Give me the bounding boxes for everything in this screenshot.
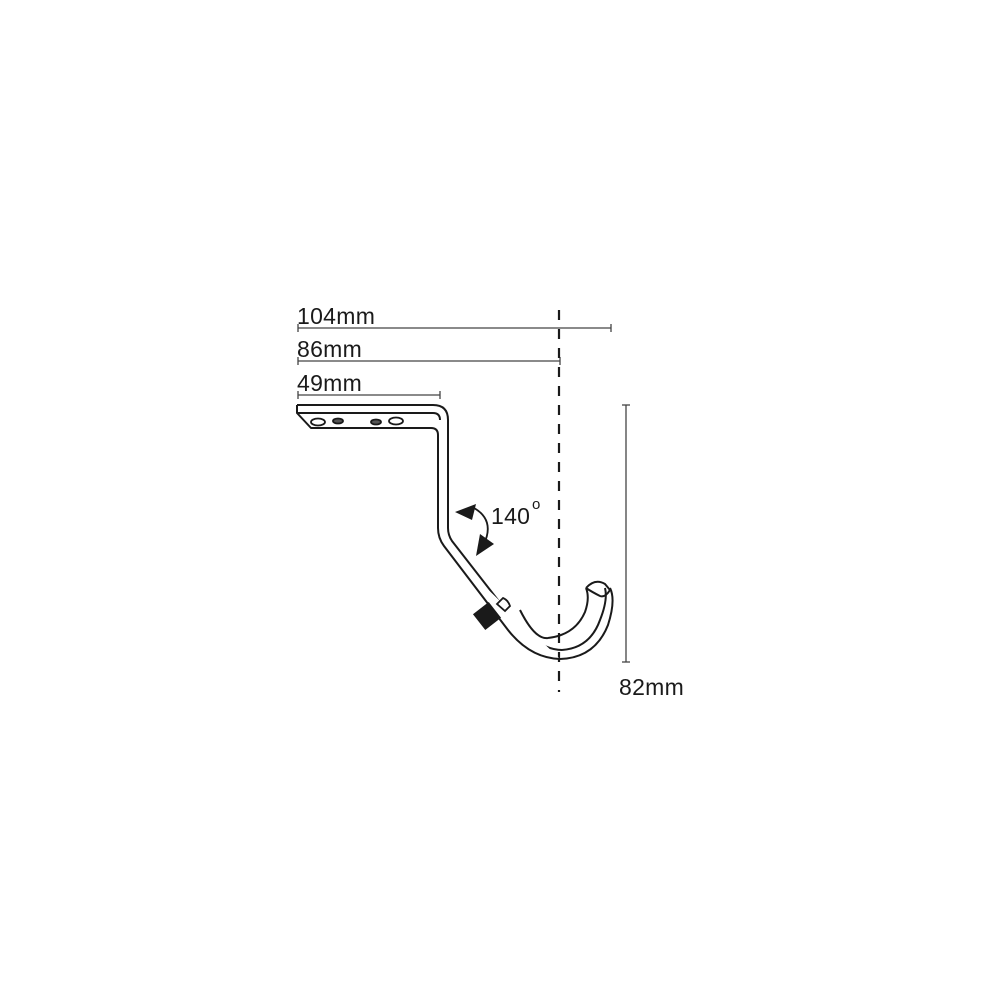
set-screw-knob [472, 596, 512, 631]
angle-label: 140 [491, 503, 531, 529]
dimension-label-49mm: 49mm [297, 370, 363, 396]
dimension-line-86mm [297, 357, 561, 365]
dimension-label-104mm: 104mm [297, 303, 376, 329]
dimension-label-86mm: 86mm [297, 336, 363, 362]
mounting-plate [296, 404, 563, 660]
degree-symbol: o [532, 496, 541, 513]
dimension-line-49mm [297, 391, 441, 399]
dimension-label-82mm: 82mm [619, 674, 685, 700]
dimension-line-82mm [622, 404, 630, 663]
angle-arrow-icon [455, 504, 494, 556]
hook [519, 580, 614, 660]
mounting-holes [310, 416, 404, 427]
dimension-line-104mm [297, 324, 612, 332]
